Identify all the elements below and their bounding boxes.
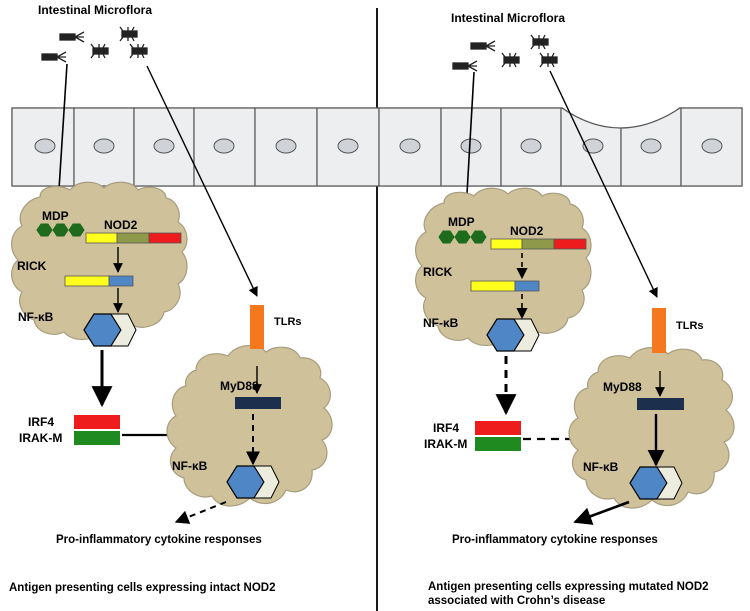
right-irf4-label: IRF4 — [433, 421, 459, 435]
left-mdp-hexagons — [36, 223, 85, 237]
right-myd88-bar — [637, 398, 684, 410]
left-arrow-to-tlrs — [146, 65, 258, 297]
right-irakm-label: IRAK-M — [424, 437, 467, 451]
right-nfkb-label-cell2: NF-κB — [583, 460, 619, 474]
right-irakm-bar — [475, 437, 521, 451]
left-rick-label: RICK — [17, 259, 47, 273]
left-arrow-to-mdp — [53, 63, 68, 207]
right-myd88-label: MyD88 — [603, 380, 642, 394]
epithelial-erosion — [562, 107, 680, 128]
right-microflora-label: Intestinal Microflora — [451, 11, 565, 25]
left-panel: Intestinal Microflora MDP NOD2 RICK — [9, 3, 333, 594]
right-nod2-bar — [490, 238, 587, 250]
right-nfkb-label-cell1: NF-κB — [423, 316, 459, 330]
left-mdp-label: MDP — [42, 209, 69, 223]
left-caption: Antigen presenting cells expressing inta… — [9, 582, 275, 594]
right-caption-line1: Antigen presenting cells expressing muta… — [428, 581, 709, 593]
left-apc-cell-2 — [166, 345, 333, 507]
left-tlrs-label: TLRs — [274, 316, 302, 328]
left-nod2-label: NOD2 — [104, 218, 138, 232]
right-mdp-hexagons — [438, 230, 487, 244]
right-response-label: Pro-inflammatory cytokine responses — [452, 534, 658, 546]
right-panel: Intestinal Microflora MDP NOD2 RICK — [415, 11, 735, 607]
left-nfkb-complex-1 — [83, 313, 137, 347]
epithelial-nuclei — [34, 138, 723, 154]
right-rick-label: RICK — [423, 265, 453, 279]
left-myd88-label: MyD88 — [220, 379, 259, 393]
left-bacteria-group — [41, 26, 148, 63]
left-nfkb-complex-2 — [226, 465, 280, 499]
right-arrow-to-mdp — [460, 71, 475, 213]
left-response-label: Pro-inflammatory cytokine responses — [56, 534, 262, 546]
right-nfkb-complex-2 — [629, 466, 683, 500]
left-irakm-label: IRAK-M — [19, 431, 62, 445]
right-nod2-label: NOD2 — [510, 224, 544, 238]
right-tlrs-label: TLRs — [676, 320, 704, 332]
left-nfkb-label-cell1: NF-κB — [18, 310, 54, 324]
right-nfkb-complex-1 — [486, 318, 540, 352]
epithelium-layer — [11, 107, 743, 187]
left-myd88-bar — [235, 397, 281, 409]
left-apc-cell-1 — [11, 181, 188, 341]
left-dashed-arrow-to-response — [174, 501, 227, 524]
right-tlr-receptor — [652, 308, 666, 353]
left-tlr-receptor — [250, 305, 264, 349]
right-arrow-to-response — [573, 500, 630, 525]
right-irf4-bar — [475, 421, 521, 435]
right-apc-cell-2 — [568, 347, 735, 509]
right-mdp-label: MDP — [448, 215, 475, 229]
right-rick-bar — [470, 280, 540, 292]
left-microflora-label: Intestinal Microflora — [38, 3, 152, 17]
left-irakm-bar — [74, 431, 120, 445]
right-caption-line2: associated with Crohn’s disease — [428, 595, 605, 607]
left-irf4-bar — [74, 415, 120, 429]
right-bacteria-group — [452, 34, 558, 72]
left-rick-bar — [64, 275, 134, 287]
right-arrow-to-tlrs — [549, 70, 658, 298]
right-apc-cell-1 — [415, 187, 592, 347]
left-nod2-bar — [85, 232, 182, 244]
left-irf4-label: IRF4 — [28, 415, 54, 429]
left-nfkb-label-cell2: NF-κB — [172, 459, 208, 473]
